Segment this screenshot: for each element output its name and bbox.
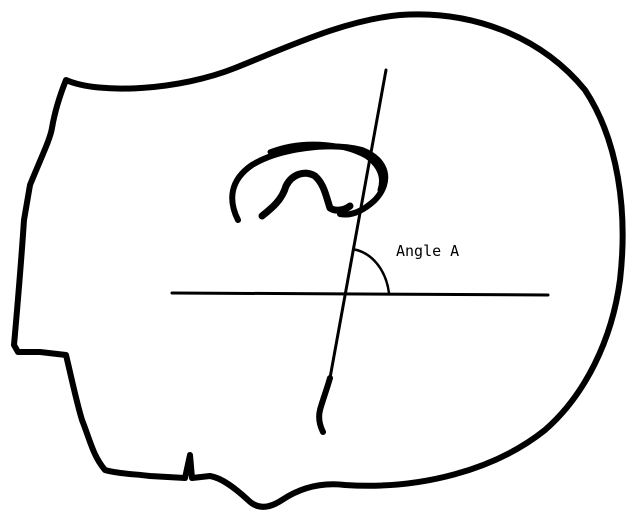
slanted-axis-line bbox=[330, 70, 386, 378]
ear-inner-curve bbox=[262, 173, 350, 216]
skull-outline bbox=[14, 14, 623, 506]
angle-a-label: Angle A bbox=[396, 242, 459, 260]
angle-arc bbox=[352, 249, 389, 293]
slanted-axis-tail bbox=[319, 378, 330, 432]
ear-outer-curve bbox=[232, 146, 385, 220]
horizontal-reference-line bbox=[172, 293, 548, 295]
